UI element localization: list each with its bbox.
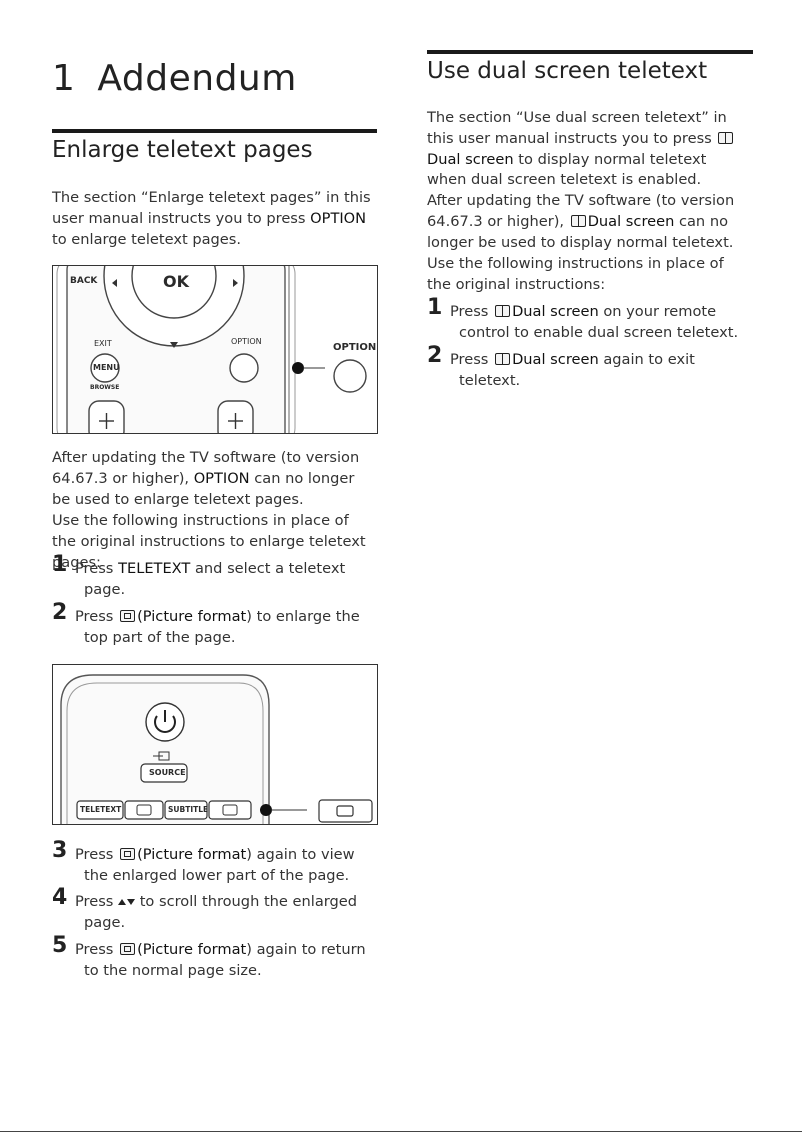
remote-option-illustration: [56, 266, 367, 433]
dual-screen-icon: [570, 214, 586, 227]
page-bottom-rule: [0, 1131, 802, 1132]
back-label: BACK: [70, 276, 98, 286]
enlarge-use-following: Use the following instructions in place …: [52, 512, 366, 571]
section-rule-left: [52, 129, 377, 133]
source-label: SOURCE: [149, 768, 186, 777]
option-keyword: OPTION: [310, 209, 367, 227]
picture-format-icon: [120, 610, 136, 622]
remote-image-option: BACK OK EXIT MENU BROWSE OPTION OPTION: [52, 265, 378, 434]
up-arrow-icon: [118, 899, 127, 905]
option-button-label: OPTION: [231, 337, 262, 346]
dual-screen-icon: [718, 131, 734, 144]
dual-screen-icon: [495, 305, 511, 317]
ok-label: OK: [163, 272, 189, 291]
dual-after-update: After updating the TV software (to versi…: [427, 192, 735, 251]
subtitle-key-label: SUBTITLE: [168, 805, 209, 814]
picture-format-icon: [120, 943, 136, 955]
enlarge-after-update: After updating the TV software (to versi…: [52, 449, 360, 508]
option-callout-label: OPTION: [333, 342, 377, 353]
picture-format-icon: [120, 848, 136, 860]
remote-source-illustration: [60, 674, 373, 824]
section-rule-right: [427, 50, 753, 54]
chapter-number: 1: [52, 58, 76, 99]
browse-label: BROWSE: [90, 384, 120, 391]
enlarge-step-5: 5 Press (Picture format) again to return…: [52, 933, 366, 980]
exit-label: EXIT: [94, 339, 112, 348]
enlarge-intro: The section “Enlarge teletext pages” in …: [52, 189, 371, 248]
page-heading: 1 Addendum: [52, 58, 297, 99]
down-arrow-icon: [127, 899, 136, 905]
section-title-enlarge: Enlarge teletext pages: [52, 137, 313, 163]
remote-image-source: SOURCE TELETEXT SUBTITLE: [52, 664, 378, 825]
menu-label: MENU: [93, 363, 120, 372]
dual-screen-icon: [495, 353, 511, 365]
section-title-dual: Use dual screen teletext: [427, 58, 708, 84]
dual-use-following: Use the following instructions in place …: [427, 255, 724, 293]
teletext-key-label: TELETEXT: [80, 805, 122, 814]
dual-intro: The section “Use dual screen teletext” i…: [427, 108, 745, 191]
chapter-title: Addendum: [97, 58, 297, 99]
